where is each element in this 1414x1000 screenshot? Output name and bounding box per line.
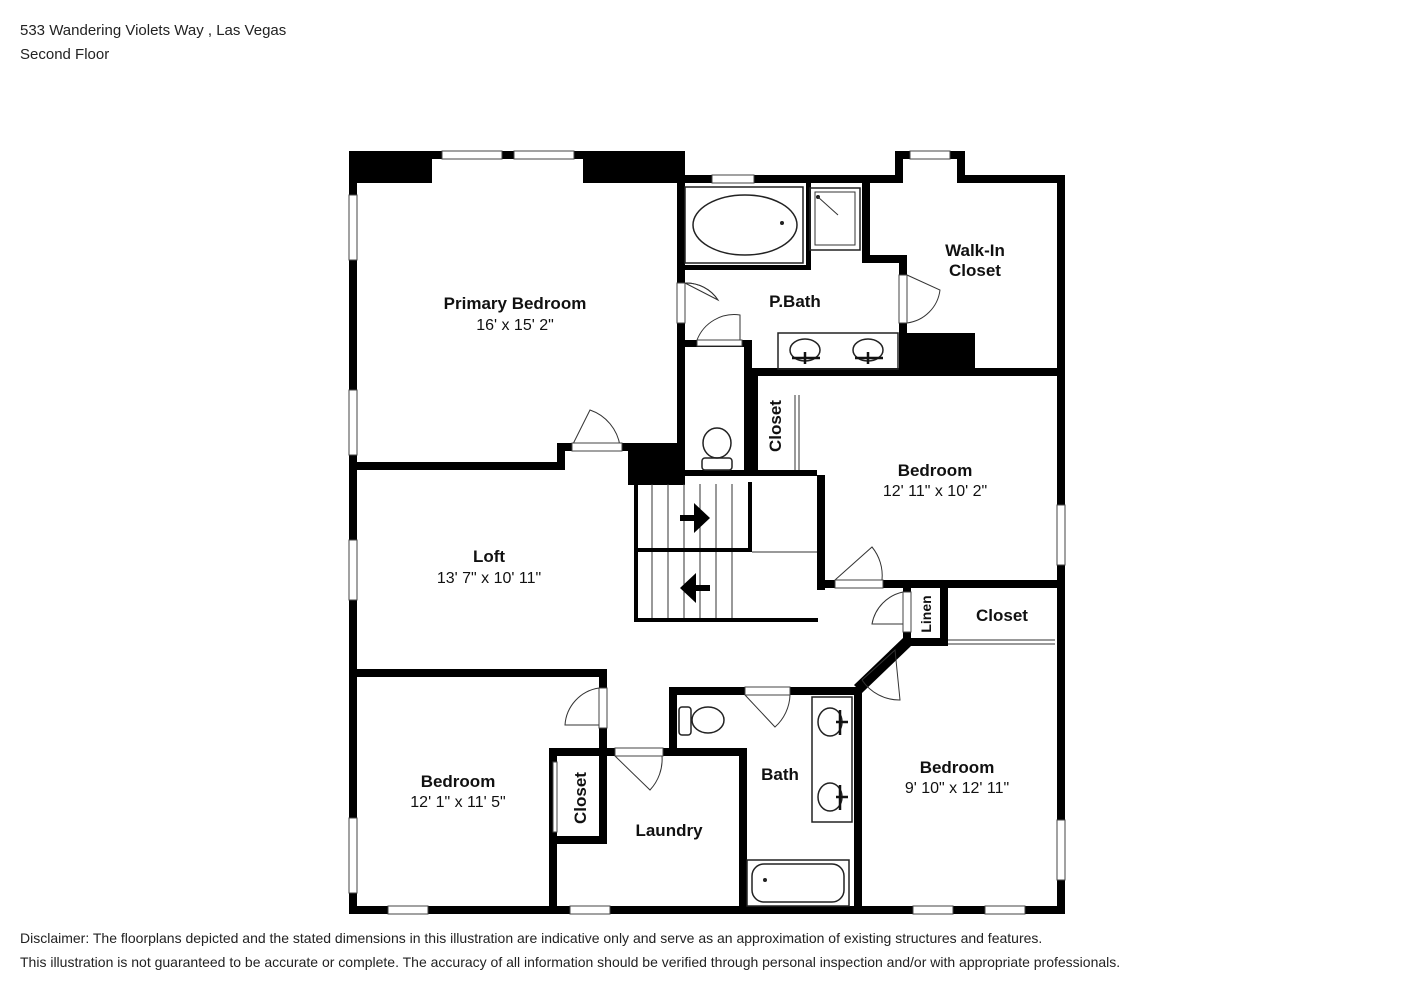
address-label: 533 Wandering Violets Way , Las Vegas xyxy=(20,22,287,39)
doors xyxy=(552,274,1055,833)
room-loft-dims: 13' 7" x 10' 11" xyxy=(437,570,541,587)
room-linen-name: Linen xyxy=(918,595,934,632)
room-bedroom-bottom-right-name: Bedroom xyxy=(920,758,995,777)
disclaimer-line-2: This illustration is not guaranteed to b… xyxy=(20,954,1121,970)
room-walk-in-closet-name-1: Walk-In xyxy=(945,241,1005,260)
staircase xyxy=(651,484,817,618)
room-bath-name: Bath xyxy=(761,765,799,784)
room-loft-name: Loft xyxy=(473,547,505,566)
room-bedroom-right-name: Bedroom xyxy=(898,461,973,480)
room-primary-bedroom-name: Primary Bedroom xyxy=(444,294,587,313)
room-walk-in-closet-name-2: Closet xyxy=(949,261,1001,280)
stair-arrow-left-icon xyxy=(680,573,710,603)
room-closet-right-name: Closet xyxy=(976,606,1028,625)
room-closet-left-name: Closet xyxy=(571,772,590,824)
windows xyxy=(348,150,1066,915)
room-bedroom-left-name: Bedroom xyxy=(421,772,496,791)
room-closet-upper-name: Closet xyxy=(766,400,785,452)
fixtures xyxy=(678,186,899,907)
disclaimer-line-1: Disclaimer: The floorplans depicted and … xyxy=(20,930,1043,946)
room-bedroom-left-dims: 12' 1" x 11' 5" xyxy=(410,794,505,811)
room-p-bath-name: P.Bath xyxy=(769,292,821,311)
floor-label: Second Floor xyxy=(20,46,110,63)
room-primary-bedroom-dims: 16' x 15' 2" xyxy=(476,317,554,334)
room-bedroom-right-dims: 12' 11" x 10' 2" xyxy=(883,483,987,500)
stair-arrow-right-icon xyxy=(680,503,710,533)
room-laundry-name: Laundry xyxy=(635,821,703,840)
room-bedroom-bottom-right-dims: 9' 10" x 12' 11" xyxy=(905,780,1009,797)
